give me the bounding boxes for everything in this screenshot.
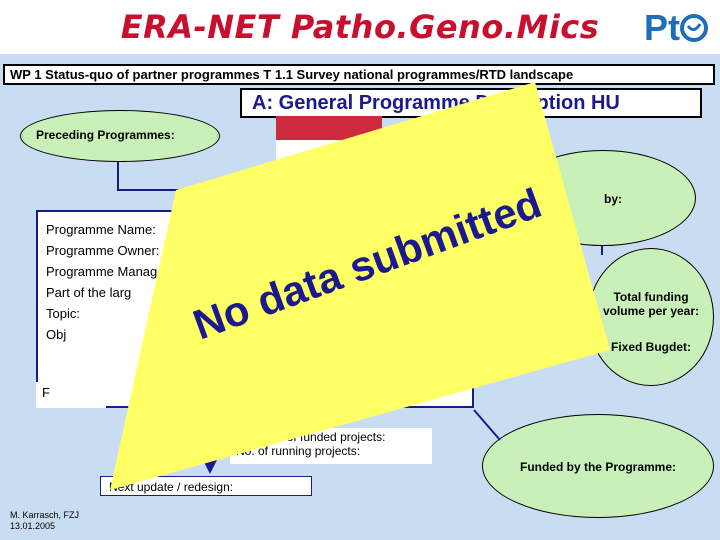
field-programme-owner: Programme Owner: (46, 243, 160, 258)
footer: M. Karrasch, FZJ 13.01.2005 (10, 510, 79, 532)
total-funding-label: Total funding volume per year: (602, 290, 700, 318)
lower-field-box: F (36, 382, 106, 408)
field-topic: Topic: (46, 306, 80, 321)
funded-by-programme-label: Funded by the Programme: (519, 460, 677, 474)
svg-text:Pt: Pt (644, 7, 680, 48)
financed-by-label: by: (604, 192, 622, 206)
page-title: ERA-NET Patho.Geno.Mics (120, 8, 600, 46)
running-projects-label: No. of running projects: (236, 444, 361, 458)
preceding-programmes-label: Preceding Programmes: (36, 128, 175, 142)
fixed-budget-label: Fixed Bugdet: (611, 340, 691, 354)
field-part-of-larger: Part of the larg (46, 285, 132, 300)
projects-box: Total No. of funded projects: No. of run… (230, 428, 432, 464)
next-update-label: Next update / redesign: (109, 480, 234, 494)
next-update-box: Next update / redesign: (100, 476, 312, 496)
field-programme-management: Programme Managem (46, 264, 176, 279)
pt-logo: Pt (644, 7, 708, 48)
programme-details-box: Programme Name: Programme Owner: Program… (36, 210, 474, 408)
footer-date: 13.01.2005 (10, 521, 56, 531)
financed-by-ellipse (510, 150, 696, 246)
work-package-bar: WP 1 Status-quo of partner programmes T … (3, 64, 715, 85)
section-title: A: General Programme Description HU (240, 88, 702, 118)
lower-field-label: F (42, 385, 50, 400)
hungary-flag (276, 116, 382, 188)
footer-author: M. Karrasch, FZJ (10, 510, 80, 520)
field-programme-name: Programme Name: (46, 222, 156, 237)
field-objectives: Obj (46, 327, 67, 342)
total-funded-projects-label: Total No. of funded projects: (236, 430, 386, 444)
